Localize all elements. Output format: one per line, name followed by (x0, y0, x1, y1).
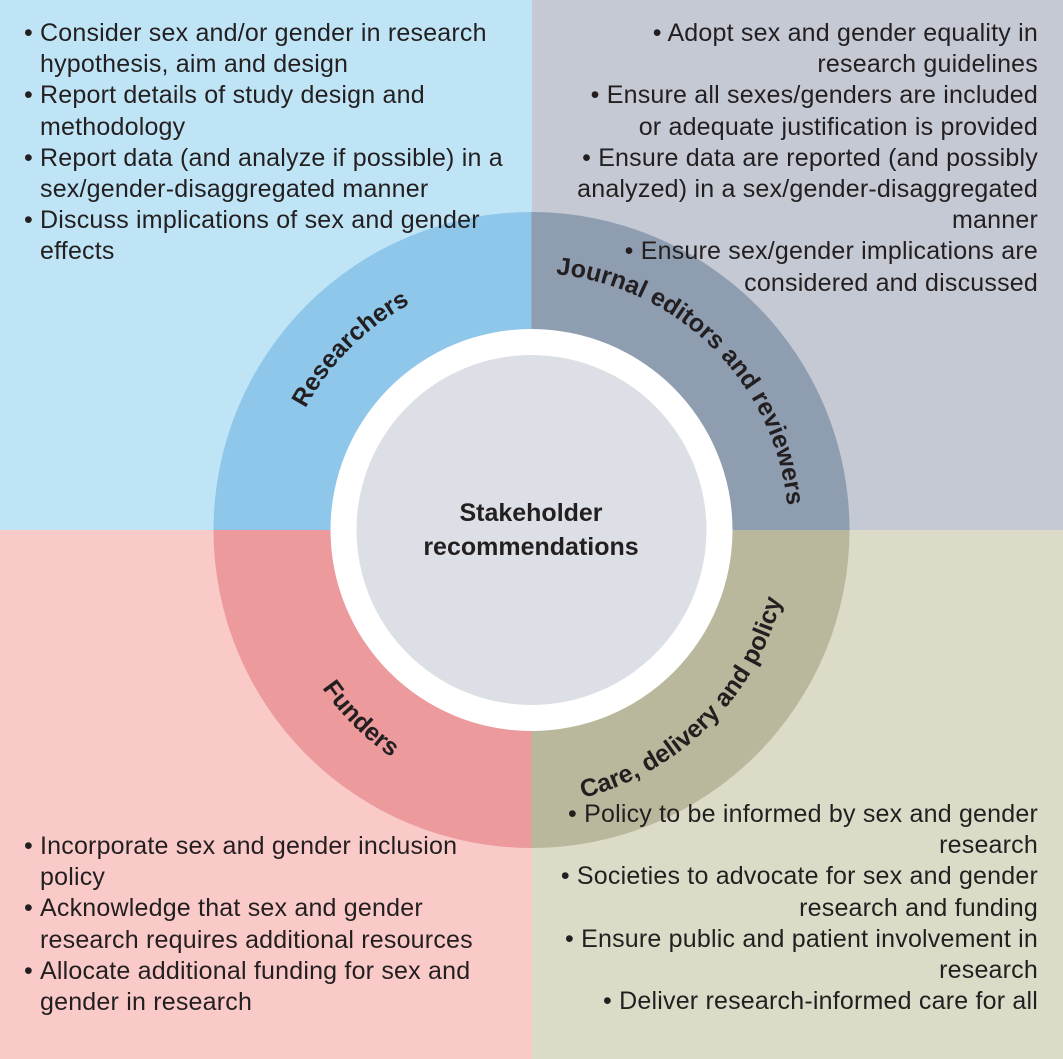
center-title-line1: Stakeholder (459, 499, 603, 527)
care-recommendations: • Policy to be informed by sex and gende… (538, 799, 1038, 1017)
funders-recommendations: Incorporate sex and gender inclusion pol… (24, 831, 504, 1018)
care-item: • Societies to advocate for sex and gend… (560, 862, 1038, 922)
researchers-recommendations: Consider sex and/or gender in research h… (24, 18, 524, 268)
funders-item: Incorporate sex and gender inclusion pol… (24, 831, 504, 893)
care-item: • Deliver research-informed care for all (603, 987, 1038, 1016)
journal-item: • Ensure data are reported (and possibly… (577, 143, 1038, 235)
center-title-line2: recommendations (423, 533, 639, 561)
researchers-item: Report details of study design and metho… (24, 80, 524, 142)
researchers-item: Discuss implications of sex and gender e… (24, 205, 524, 267)
journal-item: • Ensure sex/gender implications are con… (624, 237, 1038, 297)
journal-item: • Ensure all sexes/genders are included … (590, 81, 1038, 141)
funders-item: Acknowledge that sex and gender research… (24, 893, 504, 955)
care-item: • Ensure public and patient involvement … (565, 924, 1038, 985)
funders-item: Allocate additional funding for sex and … (24, 956, 504, 1018)
center-title: Stakeholder recommendations (381, 496, 681, 564)
care-item: • Policy to be informed by sex and gende… (567, 800, 1038, 860)
center-circle (356, 355, 707, 705)
journal-item: • Adopt sex and gender equality in resea… (652, 19, 1038, 79)
researchers-item: Report data (and analyze if possible) in… (24, 143, 524, 205)
researchers-item: Consider sex and/or gender in research h… (24, 18, 524, 80)
journal-recommendations: • Adopt sex and gender equality in resea… (568, 18, 1038, 299)
